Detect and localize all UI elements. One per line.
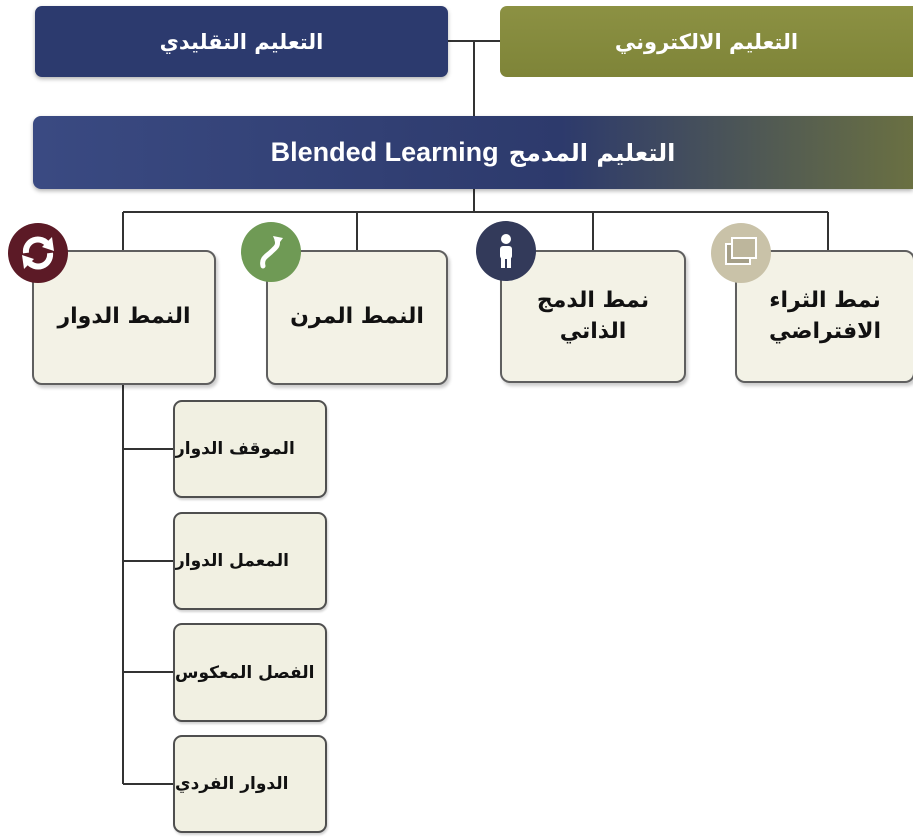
rotation-cycle-icon [8,223,68,283]
model-title-line2: الذاتي [559,318,627,344]
model-title-line1: نمط الدمج [536,287,650,313]
model-card-flex: النمط المرن [266,250,448,385]
submodel-flipped-classroom: الفصل المعكوس [173,623,327,722]
model-card-rotation: النمط الدوار [32,250,216,385]
submodel-lab-rotation: المعمل الدوار [173,512,327,610]
submodel-label: الدوار الفردي [175,774,289,794]
model-card-enriched-virtual: نمط الثراء الافتراضي [735,250,913,383]
model-title: النمط الدوار [57,304,191,330]
model-title-line1: نمط الثراء [769,287,881,313]
submodel-individual-rotation: الدوار الفردي [173,735,327,833]
elearning-label: التعليم الالكتروني [614,29,799,54]
submodel-label: المعمل الدوار [175,551,289,571]
traditional-learning-box: التعليم التقليدي [35,6,448,77]
stacked-windows-icon [711,223,771,283]
blended-learning-english: Blended Learning [270,137,499,167]
submodel-station-rotation: الموقف الدوار [173,400,327,498]
model-card-self-blend: نمط الدمج الذاتي [500,250,686,383]
submodel-label: الموقف الدوار [175,439,295,459]
traditional-learning-label: التعليم التقليدي [159,29,324,54]
submodel-label: الفصل المعكوس [175,662,315,683]
blended-learning-arabic: التعليم المدمج [508,138,676,167]
person-icon [476,221,536,281]
blended-learning-banner: التعليم المدمج Blended Learning [33,116,913,189]
elearning-box: التعليم الالكتروني [500,6,913,77]
model-title: النمط المرن [290,304,424,330]
model-title-line2: الافتراضي [768,318,882,344]
flex-arrow-icon [241,222,301,282]
